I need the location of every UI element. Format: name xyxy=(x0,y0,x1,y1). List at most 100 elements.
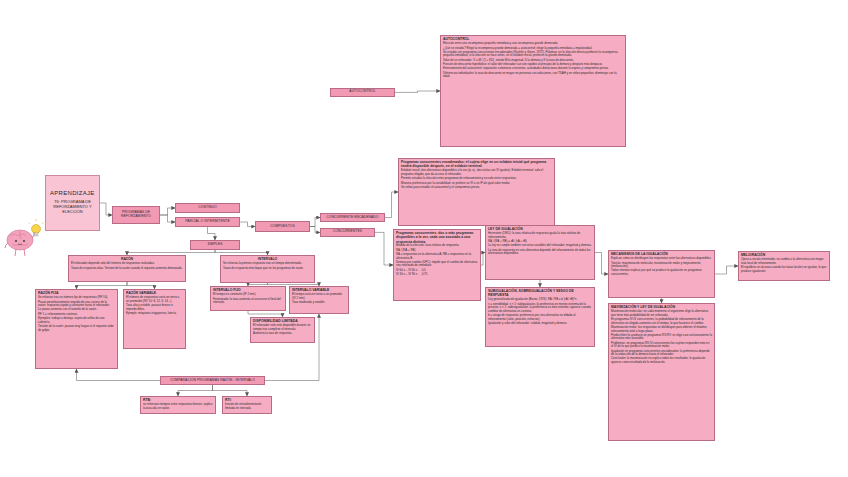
box-text: Función de descuento hiperbólico: el val… xyxy=(443,63,623,67)
connector xyxy=(715,266,738,274)
connector xyxy=(127,282,155,289)
box-text: Todas intentan explicar por qué se produ… xyxy=(611,269,712,276)
box-heading: DISPONIBILIDAD LIMITADA xyxy=(253,319,312,323)
box-text: Tensión de la razón: pausas muy largas s… xyxy=(38,325,115,332)
box-text: Teorías: maximización molecular, maximiz… xyxy=(611,262,712,269)
box-heading: PARCIAL O INTERMITENTE xyxy=(185,220,230,224)
box-text: T6: PROGRAMA DE REFORZAMIENTO Y ELECCIÓN xyxy=(50,200,95,215)
box-text: La tasa de respuesta en una alternativa … xyxy=(488,249,592,256)
connector xyxy=(310,227,320,233)
connector xyxy=(310,218,320,227)
concept-box: CONCURRENTE ENCADENADO xyxy=(320,213,385,222)
box-text: Medida de la elección: tasa relativa de … xyxy=(396,244,478,248)
concept-box: INTERVALO FIJOEl tiempo es constante (IF… xyxy=(210,286,286,311)
connector xyxy=(77,369,161,381)
box-text: Conclusión: la maximización no explica t… xyxy=(611,357,712,364)
box-heading: Programas concurrentes encadenados: el s… xyxy=(401,160,552,168)
concept-box: INTERVALOSe refuerza la primera respuest… xyxy=(220,255,315,283)
concept-box: Programas concurrentes encadenados: el s… xyxy=(398,158,555,226)
box-text: Ejemplos: trabajo a destajo, tarjeta de … xyxy=(38,317,115,324)
connector xyxy=(375,232,393,265)
box-text: Tasa alta y estable, pausas breves e imp… xyxy=(126,304,183,311)
box-heading: APRENDIZAJE xyxy=(50,190,95,197)
box-text: El tiempo varía en torno a un promedio (… xyxy=(292,293,346,300)
concept-box: PROGRAMAS DE REFORZAMIENTO xyxy=(112,206,160,224)
box-heading: CONCURRENTE ENCADENADO xyxy=(326,216,378,220)
box-heading: Programas concurrentes: dos o más progra… xyxy=(396,231,478,243)
box-text: Ejemplo: máquinas tragaperras, lotería. xyxy=(126,312,183,316)
box-text: se refuerzan tiempos entre respuestas br… xyxy=(143,403,213,410)
box-heading: RTI: xyxy=(225,398,269,402)
box-text: El tiempo es constante (IF 2 min). xyxy=(213,293,283,297)
box-heading: MECANISMOS DE LA IGUALACIÓN xyxy=(611,252,712,256)
concept-box: RTB:se refuerzan tiempos entre respuesta… xyxy=(140,396,216,414)
box-text: s = sensibilidad. s < 1: subigualación, … xyxy=(488,303,592,314)
brain-mascot xyxy=(5,219,44,256)
box-text: IV 30 s – IV 90 s → 0,75 xyxy=(396,273,478,277)
concept-box: RAZÓN VARIABLEEl número de respuestas va… xyxy=(123,289,186,349)
box-text: Opera a escala intermedia: se cambia a l… xyxy=(741,258,827,265)
connector xyxy=(240,222,255,227)
box-text: Permite estudiar la elección entre progr… xyxy=(401,177,552,181)
box-heading: RAZÓN FIJA xyxy=(38,291,115,295)
connector xyxy=(208,227,216,240)
concept-box: COMPUESTOS xyxy=(255,221,310,232)
box-heading: COMPUESTOS xyxy=(270,225,294,229)
concept-box: INTERVALO VARIABLEEl tiempo varía en tor… xyxy=(289,286,349,314)
connector xyxy=(178,385,213,396)
box-text: Aumenta la tasa de respuesta. xyxy=(253,332,312,336)
connector xyxy=(385,192,398,218)
box-heading: INTERVALO FIJO xyxy=(213,288,283,292)
box-text: Predice bien la conducta en programas RV… xyxy=(611,334,712,341)
box-heading: MAXIMIZACIÓN Y LEY DE IGUALACIÓN xyxy=(611,305,712,309)
concept-box: DISPONIBILIDAD LIMITADAEl reforzador sol… xyxy=(250,317,315,343)
box-text: Maximización molecular: en cada momento … xyxy=(611,310,712,317)
concept-box: Programas concurrentes: dos o más progra… xyxy=(393,229,481,301)
box-text: La ley se cumple también con otras varia… xyxy=(488,244,592,248)
concept-box: LEY DE IGUALACIÓNHerrnstein (1961): la t… xyxy=(485,225,595,280)
box-text: Festoneado: la tasa aumenta al acercarse… xyxy=(213,298,283,305)
box-text: Entrenamiento del autocontrol: exposició… xyxy=(443,67,623,71)
concept-box: APRENDIZAJE T6: PROGRAMA DE REFORZAMIENTO… xyxy=(45,175,100,231)
box-text: Tasas de respuesta más bajas que en los … xyxy=(223,267,312,271)
box-heading: PROGRAMAS DE REFORZAMIENTO xyxy=(115,211,157,219)
box-text: Igualación y valor del reforzador: calid… xyxy=(488,322,592,326)
box-text: Valor de un reforzador: V = M / (1 + KD)… xyxy=(443,59,623,63)
box-text: El reforzador depende solo del número de… xyxy=(71,262,183,266)
box-heading: MELIORACIÓN xyxy=(741,253,827,257)
concept-box: MAXIMIZACIÓN Y LEY DE IGUALACIÓNMaximiza… xyxy=(608,303,715,441)
concept-box: RAZÓN FIJASe refuerza tras un número fij… xyxy=(35,289,118,369)
box-text: Herrnstein (1961): la tasa relativa de r… xyxy=(488,232,592,239)
concept-box: SIMPLES xyxy=(190,240,240,250)
concept-box: MECANISMOS DE LA IGUALACIÓNExplican cómo… xyxy=(608,250,715,298)
box-heading: RAZÓN xyxy=(71,257,183,261)
box-text: La pausa aumenta con el tamaño de la raz… xyxy=(38,308,115,312)
box-text: RF 1 = reforzamiento continuo. xyxy=(38,313,115,317)
box-text: Se utiliza para estudiar el autocontrol … xyxy=(401,186,552,190)
box-text: Maximización molar: las respuestas se di… xyxy=(611,326,712,333)
concept-box: CONCURRENTES xyxy=(320,228,375,237)
box-text: Demora por cambio (DPC): impide que el c… xyxy=(396,261,478,268)
box-heading: COMPARACIÓN PROGRAMAS RAZÓN - INTERVALO xyxy=(170,379,255,383)
concept-box: MELIORACIÓNOpera a escala intermedia: se… xyxy=(738,251,830,281)
box-text: Se refuerza tras un número fijo de respu… xyxy=(38,296,115,300)
box-text: Pausa posreforzamiento seguida de una ca… xyxy=(38,301,115,308)
concept-box: CONTINUO xyxy=(175,203,240,213)
connector xyxy=(77,282,128,289)
box-text: Ley generalizada de igualación (Baum, 19… xyxy=(488,298,592,302)
box-text: RA / (RA + RB) = rA / (rA + rB) xyxy=(488,240,592,244)
box-heading: INTERVALO VARIABLE xyxy=(292,288,346,292)
concept-box: AUTOCONTROL xyxy=(330,88,395,97)
box-heading: LEY DE IGUALACIÓN xyxy=(488,227,592,231)
concept-box: AUTOCONTROLElección entre una recompensa… xyxy=(440,35,626,147)
box-heading: CONCURRENTES xyxy=(333,230,362,234)
box-heading: CONTINUO xyxy=(198,206,216,210)
box-heading: INTERVALO xyxy=(223,257,312,261)
connector xyxy=(160,208,175,215)
box-text: El reforzador solo está disponible duran… xyxy=(253,324,312,331)
box-text: Eslabón inicial: dos alternativas dispon… xyxy=(401,169,552,176)
box-text: Se refuerza la primera respuesta tras un… xyxy=(223,262,312,266)
box-heading: SIMPLES xyxy=(208,243,223,247)
box-text: Igualación en programas concurrentes enc… xyxy=(611,350,712,357)
